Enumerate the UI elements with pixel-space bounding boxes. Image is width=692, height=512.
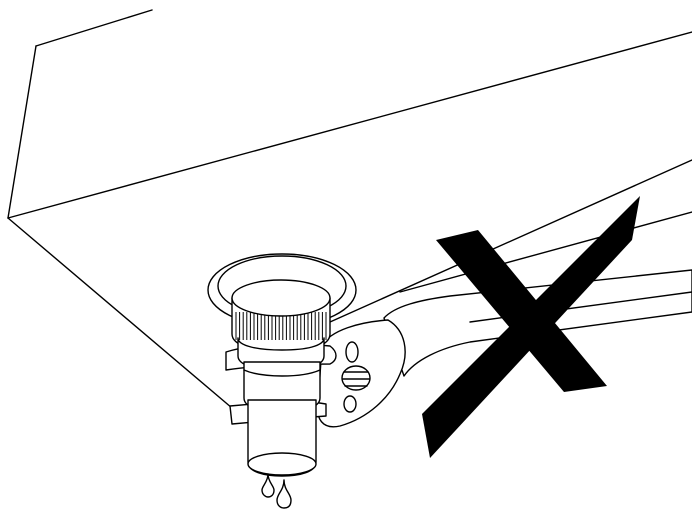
- wrench-slot-lower: [343, 395, 357, 413]
- sink-bottom-edge: [7, 217, 233, 409]
- wrench-slot: [345, 341, 359, 363]
- sink-bottom-line-1: [329, 159, 692, 323]
- sink-left-edge: [7, 45, 37, 219]
- drain-fitting: [207, 253, 357, 477]
- cross-stroke-1: [436, 230, 607, 392]
- knurl-lines: [235, 312, 327, 340]
- water-drop-2: [276, 479, 292, 509]
- sink-bottom-line-2: [399, 211, 692, 293]
- sink-body: [7, 9, 692, 409]
- drain-pipe-opening: [247, 452, 317, 476]
- cross-stroke-2: [422, 196, 640, 458]
- water-drop-icon: [261, 473, 292, 509]
- sink-front-edge: [7, 31, 692, 219]
- knurled-nut-top: [231, 279, 331, 317]
- cross-mark-icon: [422, 196, 640, 458]
- collar-rim: [243, 369, 321, 377]
- sink-top-edge: [35, 9, 153, 47]
- water-drop-1: [261, 473, 275, 498]
